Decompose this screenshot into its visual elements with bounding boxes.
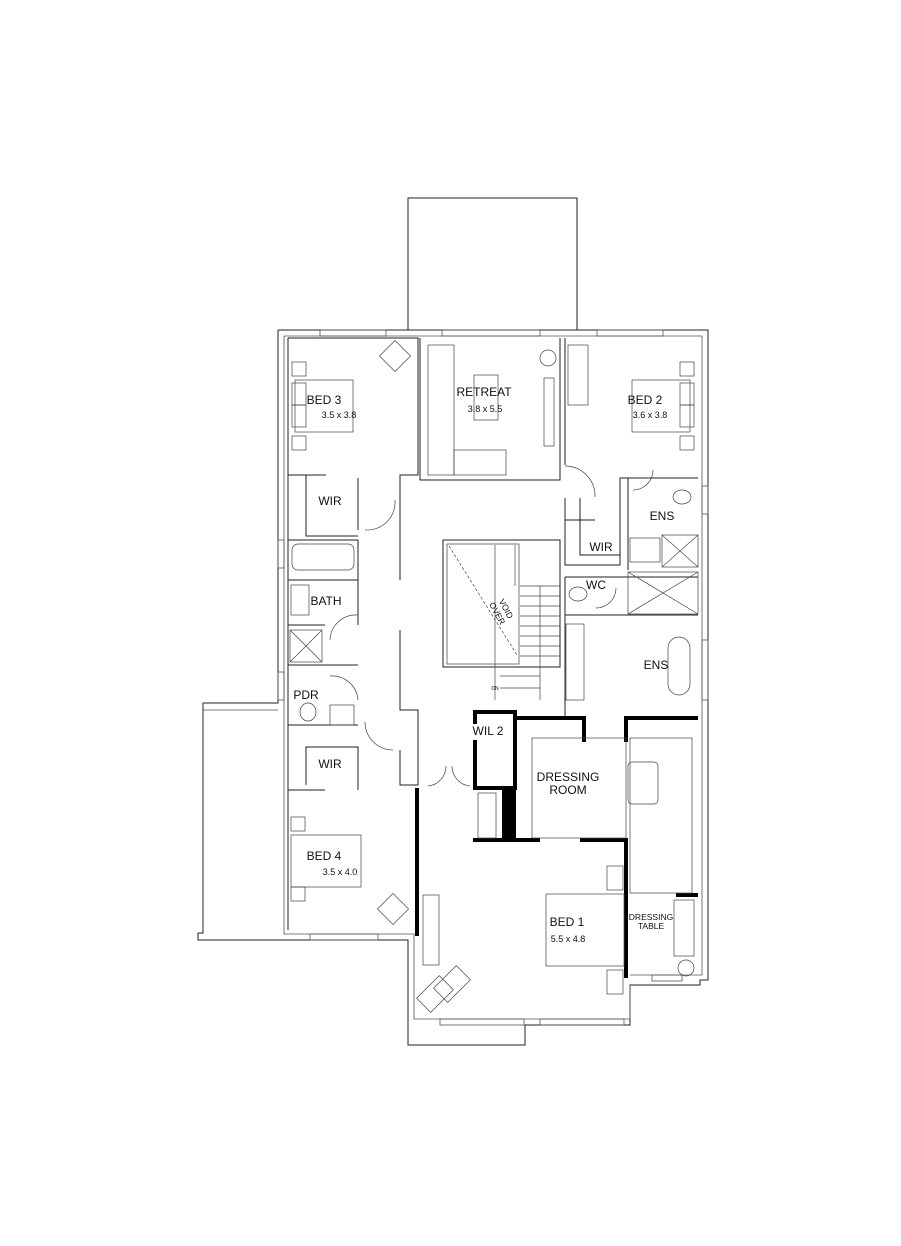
label-stair-dn: DN [491,686,499,692]
staircase [448,545,560,700]
front-porch [407,197,578,331]
bed4-bed [290,834,362,888]
label-wir-bed3: WIR [318,494,342,508]
shower [289,629,323,663]
sofa [427,344,455,476]
label-void: VOID OVER [487,597,515,626]
room-labels: BED 3 3.5 x 3.8 RETREAT 3.8 x 5.5 BED 2 … [293,385,674,944]
label-ens-bed2: ENS [650,509,675,523]
label-bed3: BED 3 [307,393,342,407]
freestanding-bath [667,636,691,696]
size-bed3: 3.5 x 3.8 [322,410,357,420]
label-dressing-table-1: DRESSING [629,912,673,922]
toilet [299,702,317,722]
windows [277,329,709,1026]
size-bed1: 5.5 x 4.8 [551,934,586,944]
bed3-bed [294,379,354,433]
label-bed1: BED 1 [550,915,585,929]
label-dressing-table-2: TABLE [638,921,665,931]
label-bath: BATH [310,594,341,608]
table [473,374,499,421]
size-retreat: 3.8 x 5.5 [468,404,503,414]
label-bed4: BED 4 [307,849,342,863]
structural-walls [415,710,698,978]
label-dressing-room-1: DRESSING [537,770,600,784]
island [627,761,659,805]
label-bed2: BED 2 [628,393,663,407]
label-pdr: PDR [293,688,319,702]
furniture [289,339,699,1013]
label-wir-bed1: WIR [589,540,613,554]
size-bed4: 3.5 x 4.0 [323,867,358,877]
bed1-bed [545,893,625,967]
bathtub [291,543,355,571]
vanity [565,623,585,701]
label-ens-bed1: ENS [644,658,669,672]
doors [329,465,654,787]
label-dressing-room-2: ROOM [549,783,586,797]
size-bed2: 3.6 x 3.8 [633,410,668,420]
bed2-bed [631,379,691,433]
label-wc: WC [586,578,606,592]
label-retreat: RETREAT [456,385,512,399]
label-wil2: WIL 2 [473,724,504,738]
label-wir-bed4: WIR [318,757,342,771]
